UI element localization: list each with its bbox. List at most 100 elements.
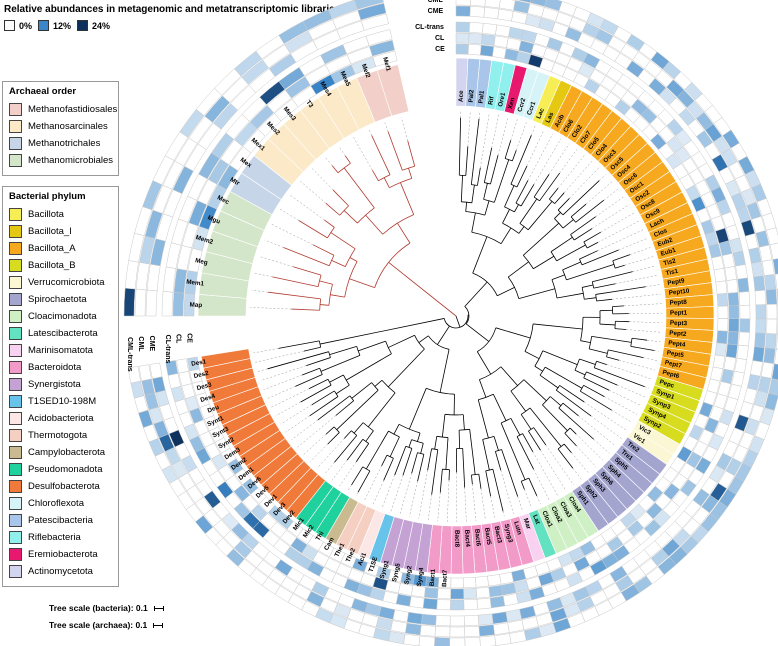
bacterial-legend-swatch xyxy=(9,344,22,357)
bacterial-branch xyxy=(533,323,583,330)
bacterial-legend-label: Spirochaetota xyxy=(28,294,87,305)
leaf-guide-line xyxy=(381,474,395,509)
leaf-guide-line xyxy=(629,247,651,255)
bacterial-branch xyxy=(464,281,488,307)
bacterial-branch xyxy=(533,427,547,446)
archaeal-branch xyxy=(324,219,335,228)
heatmap-cell xyxy=(513,579,529,593)
bacterial-branch xyxy=(566,264,615,281)
bacterial-branch xyxy=(550,236,573,253)
bacterial-branch xyxy=(329,374,344,383)
bacterial-branch xyxy=(520,184,535,207)
heatmap-cell xyxy=(505,608,522,622)
leaf-guide-line xyxy=(291,419,319,441)
heatmap-cell xyxy=(435,615,451,627)
bacterial-legend-label: Bacillota_B xyxy=(28,260,76,271)
bacterial-branch xyxy=(492,469,504,512)
leaf-guide-line xyxy=(490,496,496,519)
bacterial-legend-item: Bacillota_A xyxy=(9,240,112,257)
bacterial-branch xyxy=(302,367,320,376)
bacterial-branch-arc xyxy=(550,251,557,262)
bacterial-legend-item: Desulfobacterota xyxy=(9,478,112,495)
heatmap-cell xyxy=(167,373,182,390)
bacterial-legend-label: Pseudomonadota xyxy=(28,464,103,475)
bacterial-legend-item: Pseudomonadota xyxy=(9,461,112,478)
bacterial-branch-arc xyxy=(417,452,424,455)
heatmap-cell xyxy=(470,0,486,7)
heatmap-cell xyxy=(378,606,396,620)
heatmap-cell xyxy=(434,626,451,638)
bacterial-legend-label: Desulfobacterota xyxy=(28,481,100,492)
leaf-guide-line xyxy=(540,450,566,491)
heatmap-cell xyxy=(479,635,497,646)
bacterial-branch xyxy=(559,385,585,403)
bacterial-branch xyxy=(562,180,600,216)
heatmap-level-0: 0% xyxy=(19,20,33,31)
archaeal-legend-label: Methanosarcinales xyxy=(28,121,108,132)
bacterial-branch xyxy=(608,349,644,359)
leaf-guide-line xyxy=(617,384,646,398)
heatmap-cell xyxy=(749,360,763,377)
leaf-guide-line xyxy=(615,274,658,284)
ring-label: CME xyxy=(428,8,444,15)
bacterial-branch xyxy=(458,117,462,176)
bacterial-branch xyxy=(344,430,352,439)
leaf-guide-line xyxy=(548,143,570,175)
bacterial-branch xyxy=(295,374,323,387)
heatmap-cell xyxy=(467,44,482,56)
bacterial-branch xyxy=(612,254,631,262)
bacterial-branch xyxy=(556,292,584,299)
bacterial-legend-swatch xyxy=(9,412,22,425)
bacterial-legend-label: Synergistota xyxy=(28,379,81,390)
bacterial-branch xyxy=(383,458,394,481)
bacterial-legend-label: Thermotogota xyxy=(28,430,88,441)
heatmap-cell xyxy=(739,304,751,320)
bacterial-branch-arc xyxy=(557,209,564,216)
ring-label: CE xyxy=(435,46,445,53)
leaf-guide-line xyxy=(527,133,553,181)
bacterial-branch xyxy=(300,384,332,403)
bacterial-legend-swatch xyxy=(9,463,22,476)
archaeal-legend-swatch xyxy=(9,103,22,116)
bacterial-branch xyxy=(582,284,594,288)
leaf-label: Eub1 xyxy=(660,247,677,258)
heatmap-cell xyxy=(728,305,740,319)
leaf-guide-line xyxy=(502,511,505,517)
leaf-label: Des3 xyxy=(196,381,213,392)
bacterial-branch xyxy=(427,448,432,471)
leaf-guide-line xyxy=(355,492,359,497)
leaf-guide-line xyxy=(597,220,639,243)
bacterial-branch xyxy=(434,436,438,450)
heatmap-cell xyxy=(765,333,777,350)
bacterial-branch xyxy=(374,379,383,387)
leaf-label: Bact4 xyxy=(463,530,471,548)
bacterial-branch xyxy=(351,466,364,486)
heatmap-cell xyxy=(511,568,527,583)
bacterial-branch-arc xyxy=(557,443,565,450)
leaf-guide-line xyxy=(576,445,597,468)
heatmap-cell xyxy=(469,6,486,18)
leaf-guide-line xyxy=(372,480,384,505)
leaf-guide-line xyxy=(516,122,527,151)
bacterial-root-branch xyxy=(455,315,461,328)
archaeal-root-branch xyxy=(388,262,457,317)
bacterial-branch xyxy=(267,351,329,370)
bacterial-branch xyxy=(510,418,521,436)
leaf-guide-line xyxy=(427,494,432,521)
bacterial-branch xyxy=(554,212,561,219)
heatmap-cell xyxy=(487,574,502,587)
heatmap-cell xyxy=(146,263,161,292)
heatmap-cell xyxy=(149,362,163,379)
bacterial-branch xyxy=(542,404,568,431)
bacterial-branch-arc xyxy=(405,445,413,449)
heatmap-cell xyxy=(436,599,451,611)
leaf-guide-line xyxy=(480,112,490,168)
heatmap-cell xyxy=(450,577,464,589)
heatmap-cell xyxy=(478,624,495,637)
bacterial-legend-swatch xyxy=(9,276,22,289)
leaf-label: Mtr xyxy=(229,176,241,187)
bacterial-legend-swatch xyxy=(9,242,22,255)
heatmap-cell xyxy=(437,588,452,600)
bacterial-branch xyxy=(562,402,579,417)
